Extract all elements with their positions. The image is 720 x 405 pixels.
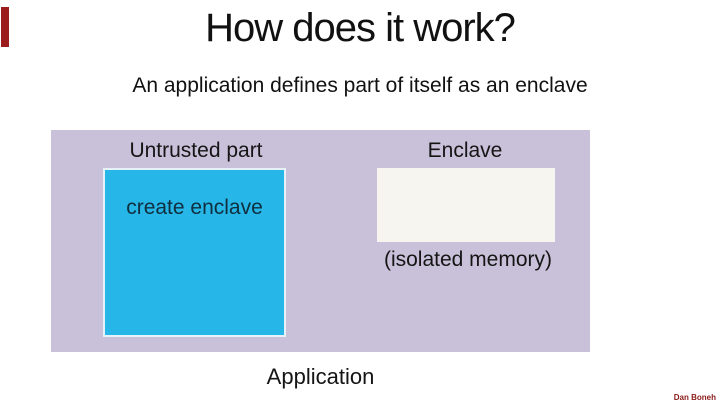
enclave-label: Enclave — [427, 139, 503, 162]
author-credit: Dan Boneh — [673, 393, 716, 402]
untrusted-part-label: Untrusted part — [129, 139, 263, 162]
isolated-memory-label: (isolated memory) — [383, 248, 553, 271]
slide-subtitle: An application defines part of itself as… — [132, 74, 588, 97]
untrusted-part-box: create enclave — [103, 168, 286, 337]
application-box: Untrusted part Enclave create enclave (i… — [51, 130, 590, 352]
red-accent-bar — [1, 7, 9, 47]
application-label: Application — [266, 364, 375, 389]
slide-title: How does it work? — [205, 6, 516, 50]
create-enclave-label: create enclave — [126, 196, 263, 219]
enclave-memory-box — [377, 168, 555, 242]
